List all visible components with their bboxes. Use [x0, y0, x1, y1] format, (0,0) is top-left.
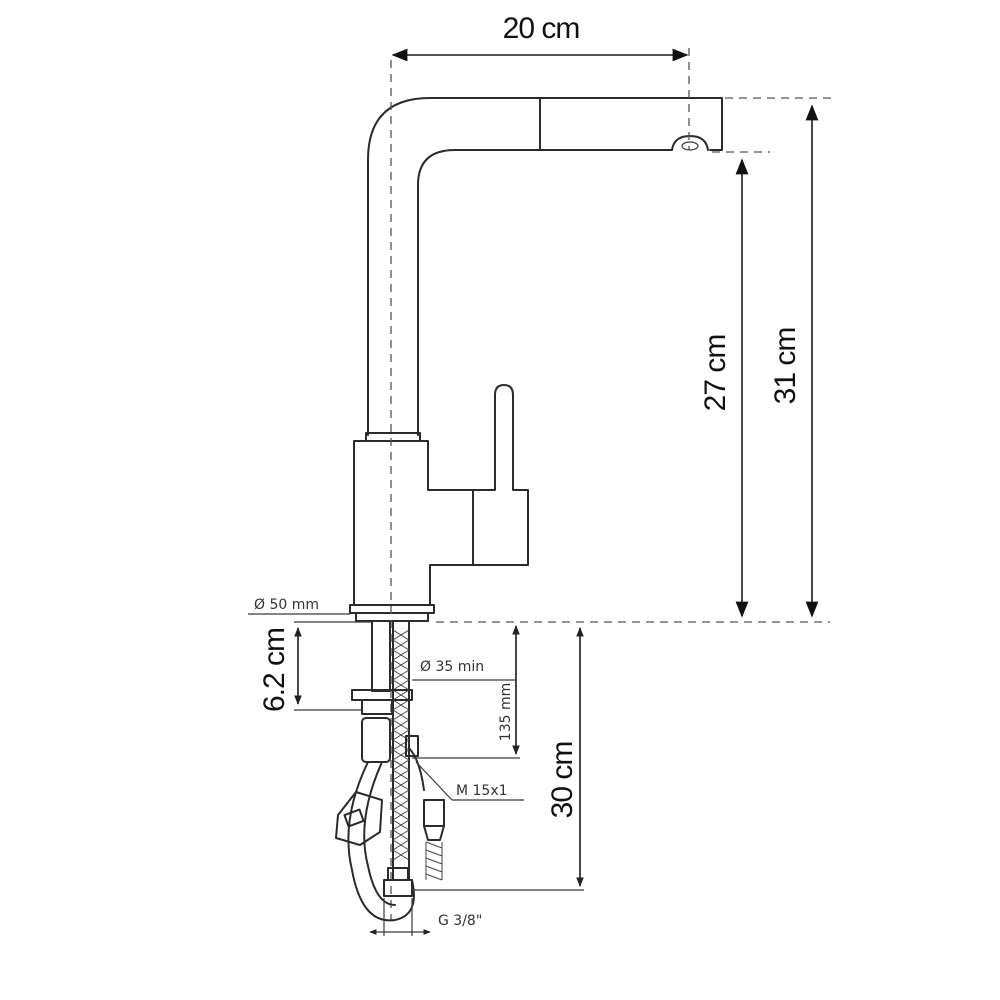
hose-weight — [335, 791, 383, 846]
height-dimensions: 27 cm 31 cm — [436, 97, 835, 623]
hole-dimension: Ø 35 min 135 mm — [412, 625, 520, 759]
base-seal — [355, 612, 429, 622]
pullout-hose-loop — [347, 761, 415, 922]
base-diameter-label: Ø 50 mm — [254, 597, 319, 613]
spout-inner — [417, 149, 673, 436]
second-hose-fitting — [405, 735, 419, 757]
m15-fitting — [423, 799, 445, 827]
m15-leader-diag — [415, 761, 453, 801]
threaded-shank — [371, 620, 391, 692]
m15-spring — [425, 841, 443, 881]
aerator — [671, 135, 709, 151]
spout-collar — [365, 432, 421, 442]
spout-outer — [367, 97, 723, 436]
base-ring — [349, 604, 435, 614]
base-diameter-dimension: Ø 50 mm — [248, 597, 350, 615]
connection-nut-collar — [387, 867, 409, 881]
pullout-hose-loop-inner — [363, 761, 396, 906]
mounting-nut — [361, 699, 393, 715]
under-sink-assembly — [335, 620, 445, 922]
m15-thread-dimension: M 15x1 — [415, 761, 524, 801]
hose-length-label: 30 cm — [546, 742, 579, 819]
faucet-outline — [349, 97, 723, 622]
g38-label: G 3/8" — [438, 913, 482, 929]
faucet-body — [353, 384, 529, 606]
second-hose-bend — [408, 747, 425, 791]
mounting-height-label: 6.2 cm — [258, 628, 291, 712]
aerator-ring — [681, 141, 699, 151]
max-thickness-label: 135 mm — [498, 683, 514, 741]
hose-weight-top — [361, 717, 391, 763]
width-dimension: 20 cm — [391, 12, 690, 150]
hole-diameter-label: Ø 35 min — [420, 659, 484, 675]
spout-height-label: 27 cm — [699, 335, 732, 412]
mounting-height-dimension: 6.2 cm — [258, 621, 372, 712]
hose-weight-clip — [343, 808, 365, 828]
hose-braid — [392, 629, 410, 861]
m15-fitting-base — [423, 825, 445, 841]
m15-label: M 15x1 — [456, 783, 508, 799]
total-height-label: 31 cm — [769, 328, 802, 405]
g38-thread-dimension: G 3/8" — [369, 898, 482, 936]
hose-length-dimension: 30 cm — [412, 627, 584, 891]
width-label: 20 cm — [503, 12, 580, 45]
connection-nut-g38 — [383, 879, 413, 897]
